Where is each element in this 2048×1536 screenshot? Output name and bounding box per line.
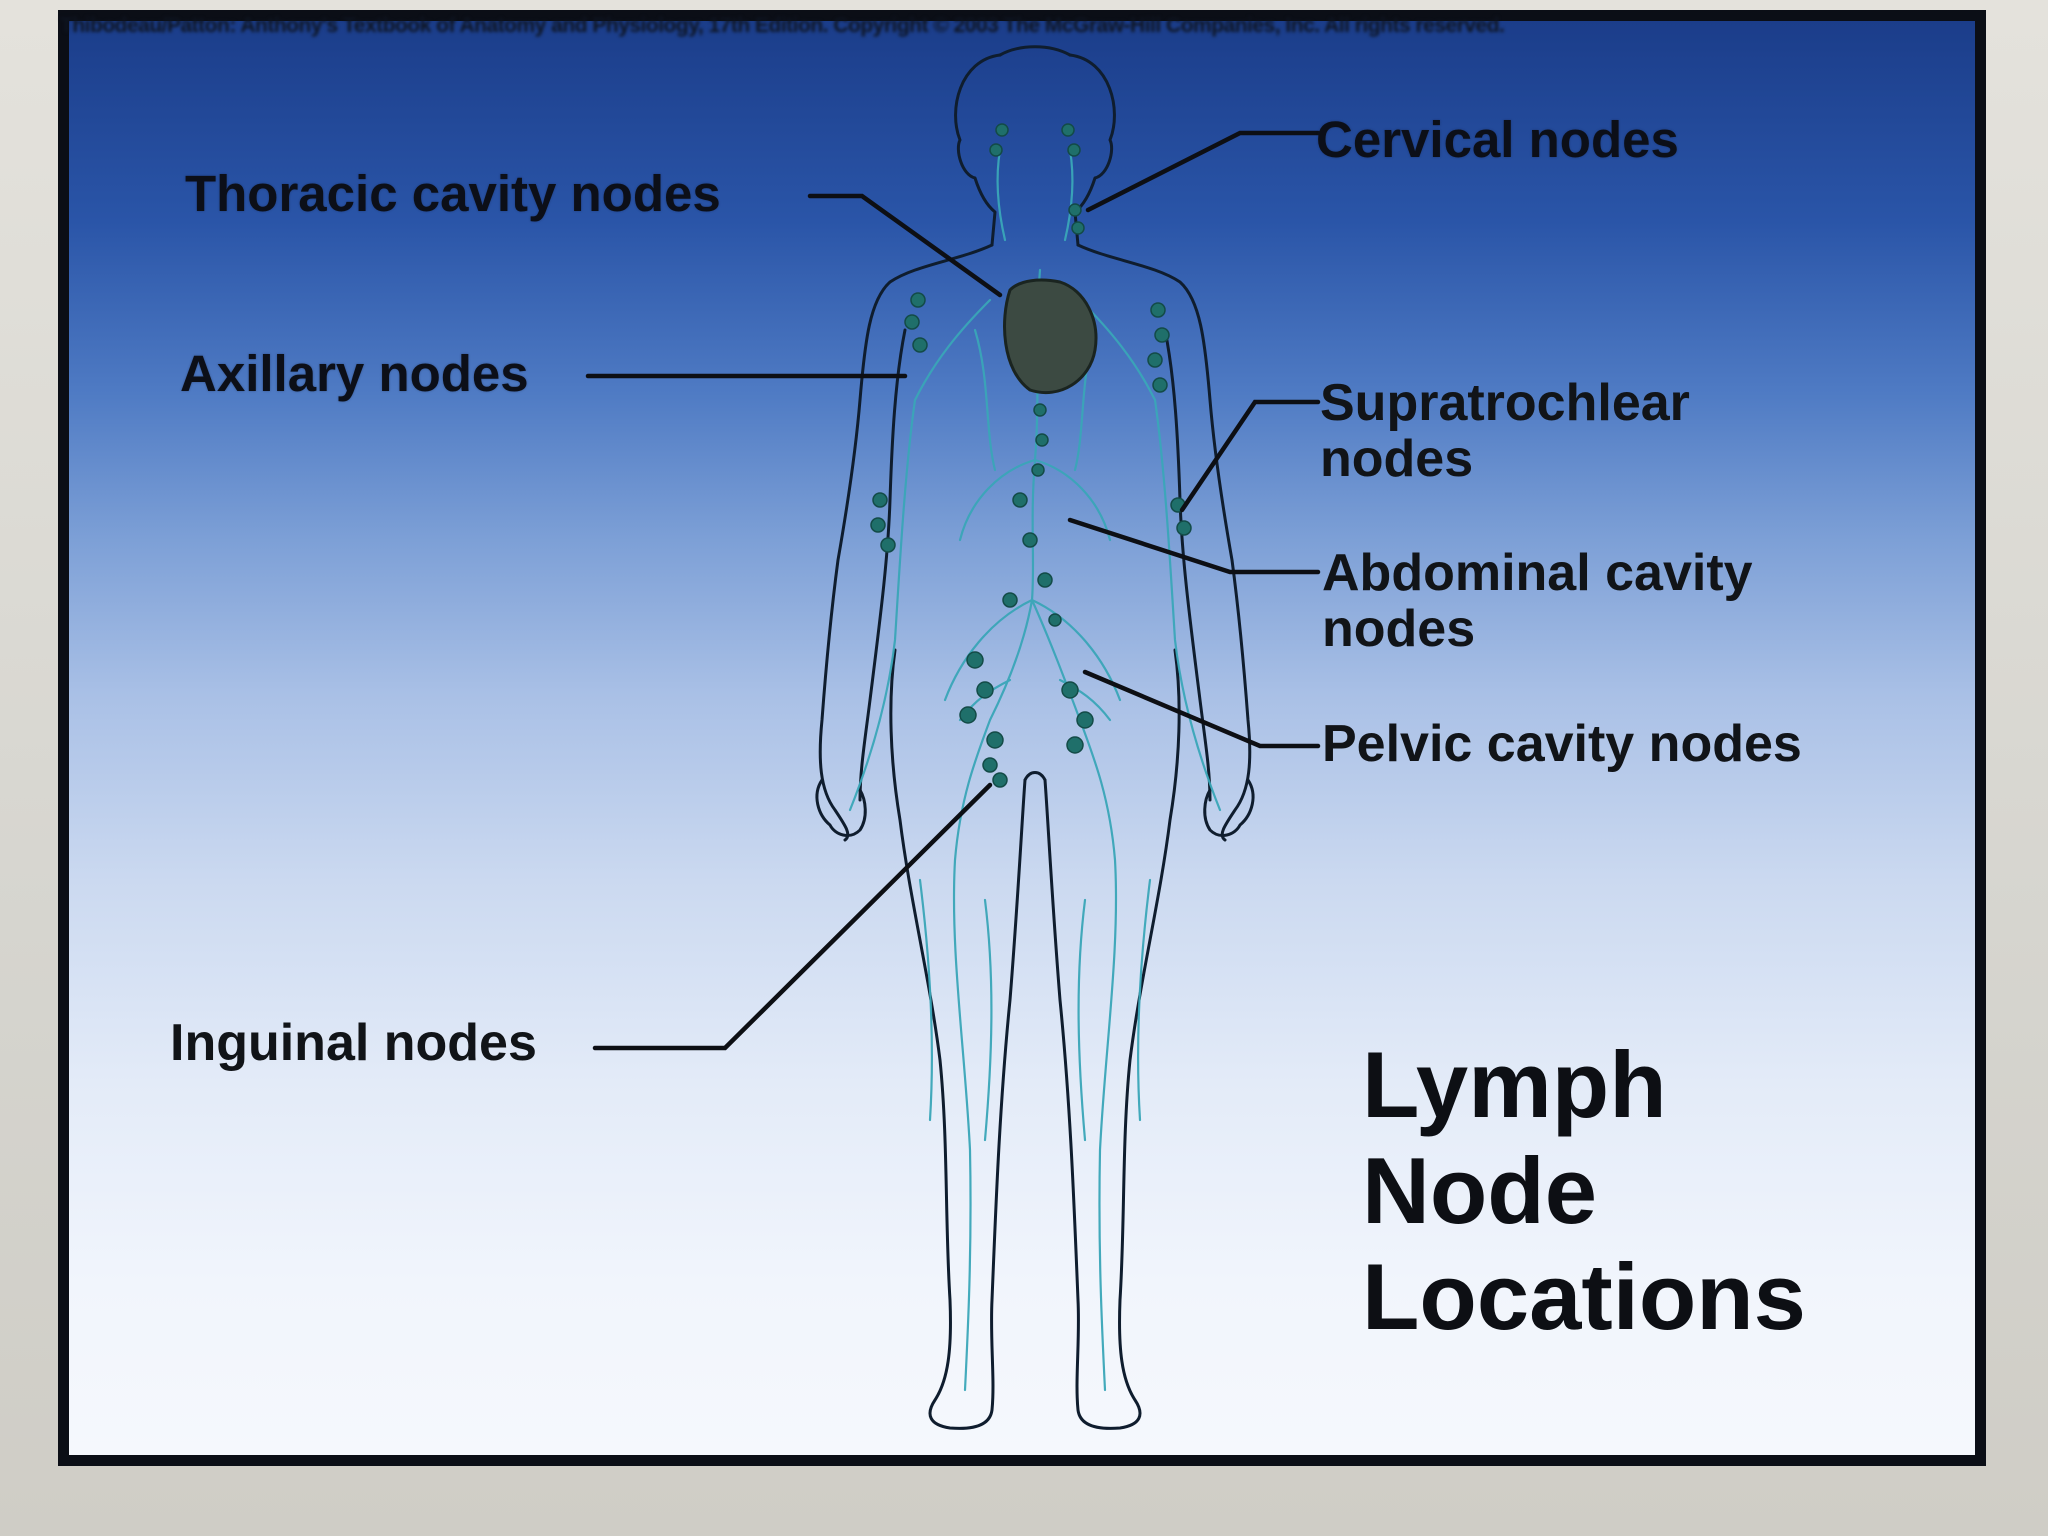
label-supratrochlear-line1: Supratrochlear [1320,374,1690,432]
label-abdominal-line1: Abdominal cavity [1322,544,1753,602]
heart-shape [1003,278,1098,395]
label-inguinal-nodes: Inguinal nodes [170,1014,537,1072]
leader-pelvic [1082,669,1321,749]
diagram-frame [58,10,1986,1466]
label-abdominal-line2: nodes [1322,600,1476,659]
label-supratrochlear-line2: nodes [1320,430,1474,489]
leader-supratrochlear [1179,399,1321,513]
lymph-nodes [870,123,1192,788]
title-line-3: Locations [1362,1244,1806,1350]
copyright-line: Thibodeau/Patton: Anthony's Textbook of … [60,14,1505,37]
label-supratrochlear-nodes: Supratrochlear nodes [1320,375,1690,487]
title-line-2: Node [1362,1138,1597,1244]
title-line-1: Lymph [1362,1032,1667,1137]
label-axillary-nodes: Axillary nodes [180,345,529,402]
leader-lines [585,130,1321,1051]
diagram-title: Lymph Node Locations [1362,1032,1806,1351]
label-cervical-nodes: Cervical nodes [1316,111,1679,168]
label-thoracic-cavity-nodes: Thoracic cavity nodes [185,165,721,222]
lymph-vessels [848,148,1222,1392]
label-abdominal-cavity-nodes: Abdominal cavity nodes [1322,545,1753,657]
leader-thoracic [807,193,1003,298]
leader-abdominal [1067,517,1321,575]
body-outline [815,45,1255,1430]
leader-cervical [1085,130,1321,213]
leader-inguinal [592,782,993,1051]
label-pelvic-cavity-nodes: Pelvic cavity nodes [1322,715,1802,773]
